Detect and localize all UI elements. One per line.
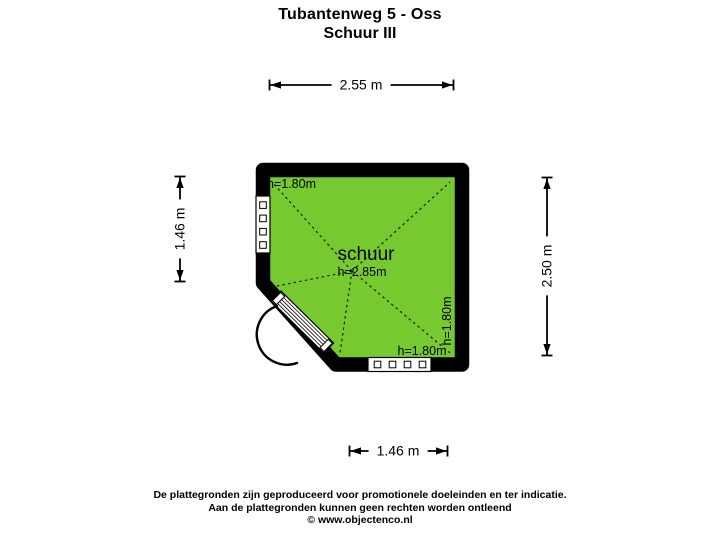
disclaimer-copyright: © www.objectenco.nl bbox=[307, 514, 413, 526]
height-label-right: h=1.80m bbox=[440, 296, 454, 346]
dimension-top-label: 2.55 m bbox=[331, 75, 391, 95]
disclaimer: De plattegronden zijn geproduceerd voor … bbox=[0, 489, 720, 527]
page-subtitle: Schuur III bbox=[323, 25, 397, 42]
dimension-left-label: 1.46 m bbox=[170, 199, 190, 259]
height-label-bottom: h=1.80m bbox=[397, 344, 447, 358]
disclaimer-line-1: De plattegronden zijn geproduceerd voor … bbox=[153, 489, 567, 501]
window-bottom-icon bbox=[367, 356, 432, 373]
window-left-icon bbox=[255, 195, 271, 254]
door-swing-arc bbox=[255, 304, 299, 366]
dimension-bottom-label: 1.46 m bbox=[368, 441, 428, 461]
disclaimer-line-2: Aan de plattegronden kunnen geen rechten… bbox=[208, 501, 512, 514]
height-label-top-left: h=1.80m bbox=[267, 177, 316, 191]
dimension-right-label: 2.50 m bbox=[537, 236, 557, 296]
room-center-height-label: h=2.85m bbox=[337, 265, 387, 279]
roof-ridge-lines bbox=[271, 181, 451, 354]
room-name-label: schuur bbox=[337, 244, 395, 265]
page-title: Tubantenweg 5 - Oss bbox=[278, 6, 442, 23]
door-icon bbox=[270, 290, 335, 354]
